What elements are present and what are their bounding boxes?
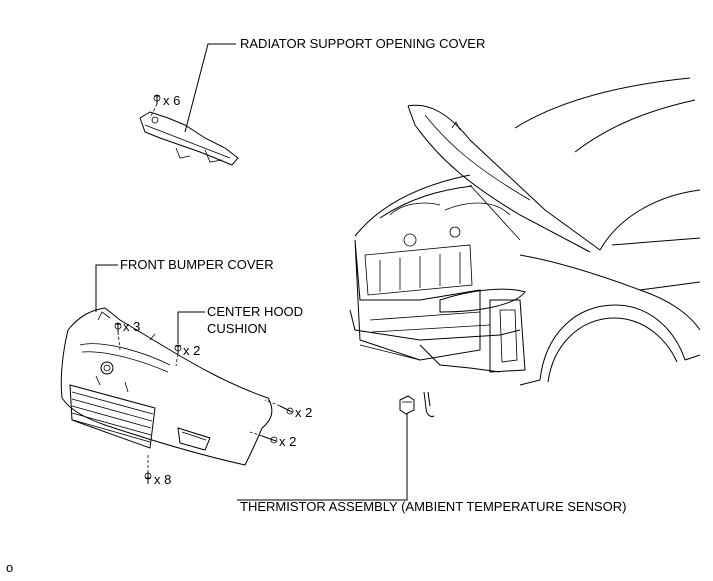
clip-icon [144, 472, 152, 484]
center-hood-cushion-label-line1: CENTER HOOD [207, 304, 304, 319]
radiator-clips-quantity: x 6 [163, 93, 181, 108]
front-bumper-cover-label: FRONT BUMPER COVER [120, 257, 274, 272]
front-bumper-cover-part [60, 307, 273, 466]
thermistor-assembly-part [399, 391, 435, 417]
clip-icon [114, 322, 122, 332]
bolt-icon [261, 435, 278, 444]
radiator-support-opening-cover-label: RADIATOR SUPPORT OPENING COVER [240, 36, 486, 51]
clip-icon [174, 344, 182, 354]
radiator-support-opening-cover-part [139, 111, 239, 166]
figure-code: o [6, 560, 14, 575]
bumper-side-lower-bolts-quantity: x 2 [279, 434, 297, 449]
cushion-clips-quantity: x 2 [183, 343, 201, 358]
clip-icon [153, 94, 161, 104]
thermistor-assembly-label: THERMISTOR ASSEMBLY (AMBIENT TEMPERATURE… [240, 499, 627, 514]
bumper-side-upper-bolts-quantity: x 2 [295, 405, 313, 420]
bumper-top-clips-quantity: x 3 [123, 319, 141, 334]
bumper-bottom-clips-quantity: x 8 [154, 472, 172, 487]
bolt-icon [279, 405, 294, 415]
vehicle-illustration [349, 77, 701, 386]
center-hood-cushion-label-line2: CUSHION [207, 321, 267, 336]
